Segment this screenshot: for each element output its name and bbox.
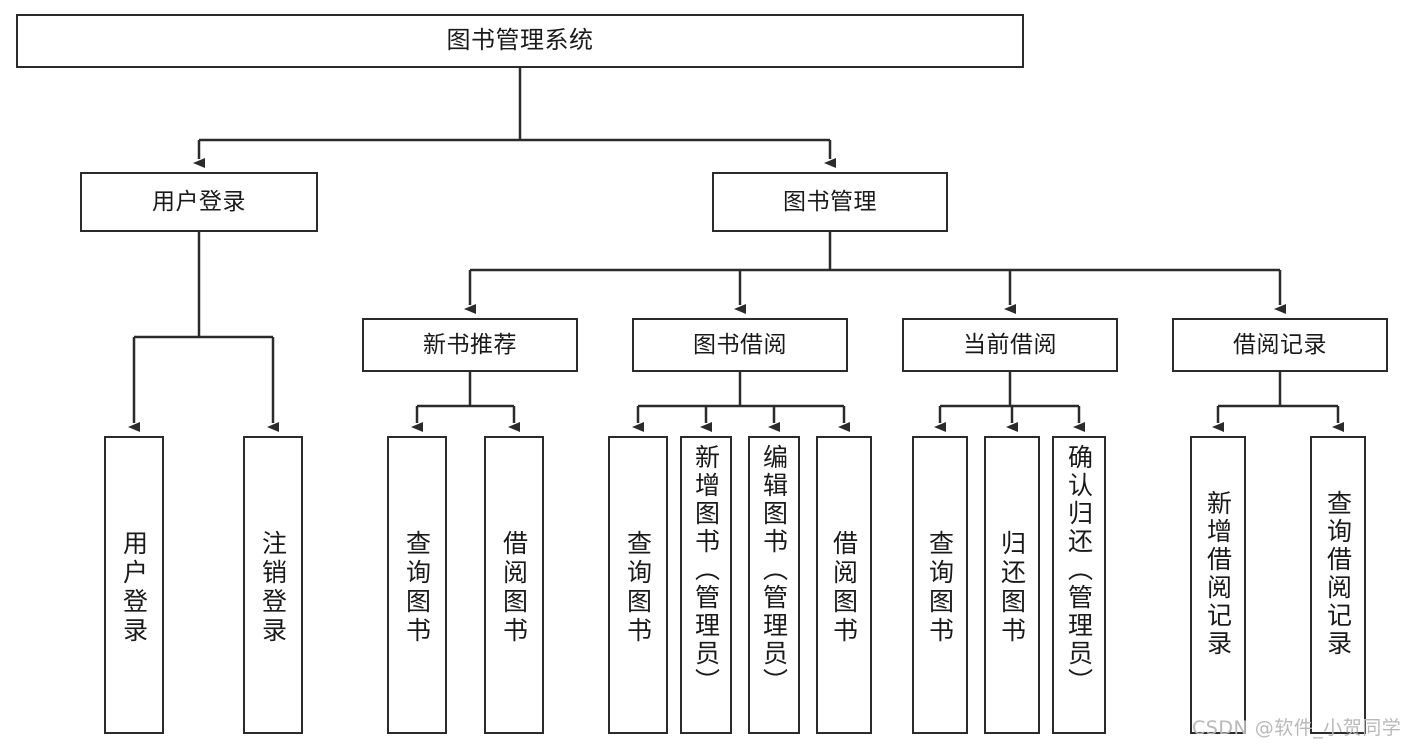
node-label: 图书借阅 bbox=[693, 331, 787, 358]
node-label: 借阅图书 bbox=[829, 530, 859, 646]
node-label: 查询图书 bbox=[402, 530, 432, 646]
node-leaf-query-1[interactable]: 查询图书 bbox=[387, 436, 447, 734]
node-label: 查询图书 bbox=[925, 530, 955, 646]
node-book-borrow[interactable]: 图书借阅 bbox=[632, 318, 848, 372]
node-label: 归还图书 bbox=[997, 530, 1027, 646]
node-root[interactable]: 图书管理系统 bbox=[16, 14, 1024, 68]
node-label: 用户登录 bbox=[119, 530, 149, 646]
node-label: 注销登录 bbox=[258, 530, 288, 646]
node-label: 查询图书 bbox=[623, 530, 653, 646]
node-leaf-borrow-2[interactable]: 借阅图书 bbox=[816, 436, 872, 734]
node-book-manage[interactable]: 图书管理 bbox=[712, 172, 948, 232]
node-leaf-borrow-1[interactable]: 借阅图书 bbox=[484, 436, 544, 734]
node-label: 查询借阅记录 bbox=[1323, 490, 1353, 658]
node-leaf-query-3[interactable]: 查询图书 bbox=[912, 436, 968, 734]
node-user-login[interactable]: 用户登录 bbox=[80, 172, 318, 232]
node-label: 新增借阅记录 bbox=[1203, 490, 1233, 658]
node-label: 新增图书（管理员） bbox=[691, 444, 721, 696]
node-leaf-add-rec[interactable]: 新增借阅记录 bbox=[1190, 436, 1246, 734]
node-leaf-logout[interactable]: 注销登录 bbox=[243, 436, 303, 734]
node-leaf-confirm[interactable]: 确认归还（管理员） bbox=[1052, 436, 1106, 734]
node-label: 确认归还（管理员） bbox=[1064, 444, 1094, 696]
node-borrow-record[interactable]: 借阅记录 bbox=[1172, 318, 1388, 372]
node-label: 用户登录 bbox=[152, 188, 246, 215]
node-label: 当前借阅 bbox=[963, 331, 1057, 358]
node-label: 借阅记录 bbox=[1233, 331, 1327, 358]
node-label: 新书推荐 bbox=[423, 331, 517, 358]
node-leaf-add-book[interactable]: 新增图书（管理员） bbox=[680, 436, 732, 734]
node-current-borrow[interactable]: 当前借阅 bbox=[902, 318, 1118, 372]
node-leaf-return[interactable]: 归还图书 bbox=[984, 436, 1040, 734]
node-leaf-query-rec[interactable]: 查询借阅记录 bbox=[1310, 436, 1366, 734]
node-label: 借阅图书 bbox=[499, 530, 529, 646]
node-leaf-user-login[interactable]: 用户登录 bbox=[104, 436, 164, 734]
node-new-book-rec[interactable]: 新书推荐 bbox=[362, 318, 578, 372]
node-label: 图书管理系统 bbox=[446, 26, 594, 55]
node-leaf-edit-book[interactable]: 编辑图书（管理员） bbox=[748, 436, 800, 734]
node-leaf-query-2[interactable]: 查询图书 bbox=[608, 436, 668, 734]
node-label: 编辑图书（管理员） bbox=[759, 444, 789, 696]
watermark-text: CSDN @软件_小贺同学 bbox=[1192, 717, 1402, 739]
node-label: 图书管理 bbox=[783, 188, 877, 215]
